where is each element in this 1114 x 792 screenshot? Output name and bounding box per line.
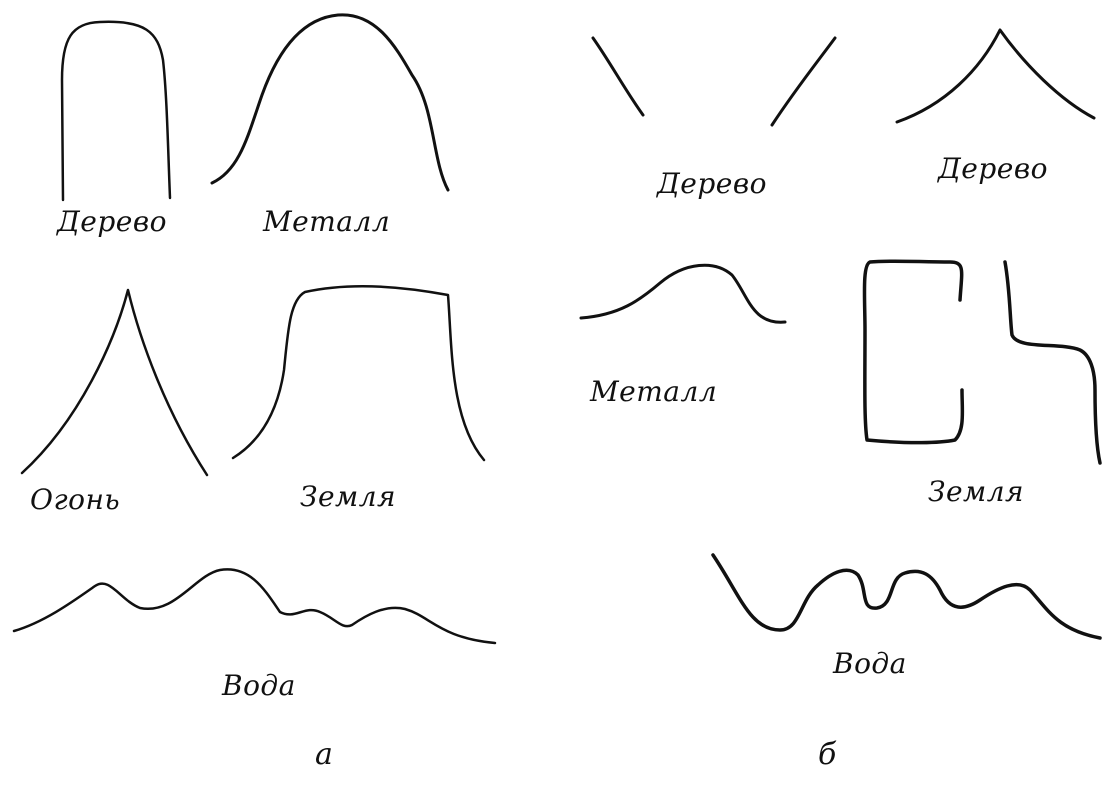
wood-peak-b bbox=[895, 28, 1096, 124]
fire-shape-a bbox=[20, 288, 209, 477]
wood-shape-a bbox=[60, 20, 172, 202]
label-metal-a: Металл bbox=[263, 205, 391, 238]
earth-bracket-b bbox=[862, 259, 965, 445]
wood-stroke-right-b bbox=[770, 36, 837, 127]
panel-letter-a: а bbox=[315, 737, 333, 772]
label-earth-b: Земля bbox=[928, 475, 1025, 508]
metal-shape-b bbox=[579, 263, 787, 324]
label-water-b: Вода bbox=[833, 647, 907, 680]
earth-hook-b bbox=[1003, 260, 1102, 465]
label-wood-2-b: Дерево bbox=[938, 152, 1048, 185]
label-metal-b: Металл bbox=[590, 375, 718, 408]
label-wood-1-b: Дерево bbox=[657, 167, 767, 200]
panel-letter-b: б bbox=[818, 737, 837, 772]
water-shape-a bbox=[12, 568, 497, 645]
wood-stroke-left-b bbox=[591, 36, 645, 117]
label-wood-a: Дерево bbox=[57, 205, 167, 238]
label-fire-a: Огонь bbox=[30, 483, 121, 516]
water-shape-b bbox=[711, 553, 1102, 640]
earth-shape-a bbox=[231, 284, 486, 462]
metal-shape-a bbox=[210, 13, 450, 192]
label-earth-a: Земля bbox=[300, 480, 397, 513]
label-water-a: Вода bbox=[222, 669, 296, 702]
